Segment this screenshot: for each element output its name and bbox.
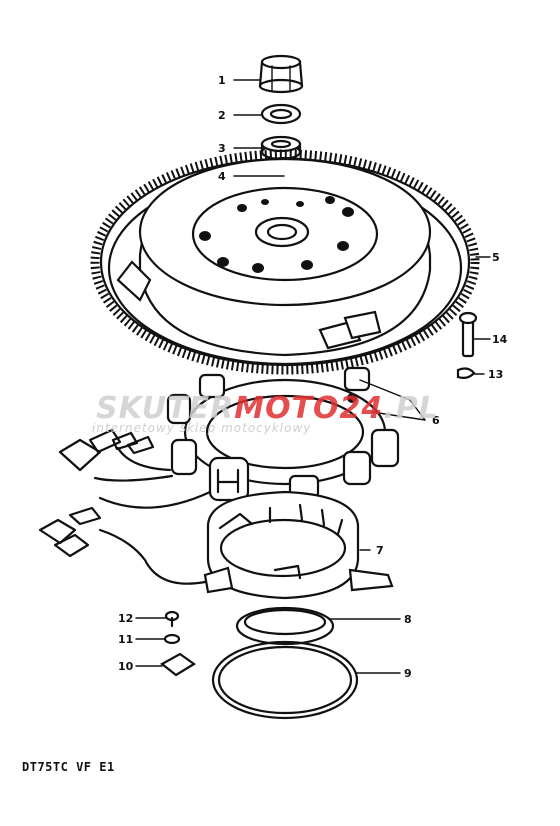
callout-8: 8 bbox=[404, 613, 412, 626]
watermark-part4: .PL bbox=[383, 391, 439, 426]
callout-10: 10 bbox=[118, 660, 134, 673]
callout-labels: 1 2 3 4 5 6 7 8 9 10 11 12 13 14 bbox=[118, 74, 508, 680]
plate-part bbox=[160, 652, 196, 677]
callout-4: 4 bbox=[218, 170, 226, 183]
svg-text:SKUTERMOTO24.PL: SKUTERMOTO24.PL bbox=[96, 391, 439, 426]
callout-12: 12 bbox=[118, 612, 133, 625]
watermark-part3: MOTO bbox=[234, 391, 339, 426]
gasket-part bbox=[211, 640, 359, 720]
watermark-badge: 24 bbox=[340, 391, 384, 426]
callout-5: 5 bbox=[492, 251, 500, 264]
leader-lines bbox=[135, 79, 491, 674]
callout-7: 7 bbox=[376, 544, 384, 557]
stator-coil-part bbox=[58, 366, 400, 509]
watermark-part1: SKUTE bbox=[96, 391, 210, 426]
watermark-tagline: internetowy sklep motocyklowy bbox=[92, 421, 311, 435]
callout-2: 2 bbox=[218, 109, 226, 122]
bolt-part bbox=[458, 311, 478, 358]
callout-13: 13 bbox=[488, 368, 503, 381]
o-ring-part bbox=[235, 606, 335, 646]
nut-part bbox=[258, 54, 304, 94]
watermark-part2: R bbox=[210, 391, 234, 426]
washer-part bbox=[260, 103, 302, 125]
small-washer-part bbox=[163, 633, 181, 645]
callout-9: 9 bbox=[404, 667, 412, 680]
model-code: DT75TC VF E1 bbox=[22, 760, 115, 774]
watermark: SKUTERMOTO24.PL internetowy sklep motocy… bbox=[92, 391, 439, 435]
screw-part bbox=[164, 610, 180, 628]
callout-6: 6 bbox=[432, 414, 440, 427]
callout-3: 3 bbox=[218, 142, 226, 155]
stator-base-part bbox=[38, 490, 394, 600]
flywheel-part bbox=[90, 149, 480, 375]
callout-11: 11 bbox=[118, 633, 133, 646]
clip-part bbox=[456, 367, 476, 379]
callout-14: 14 bbox=[492, 333, 508, 346]
callout-1: 1 bbox=[218, 74, 226, 87]
